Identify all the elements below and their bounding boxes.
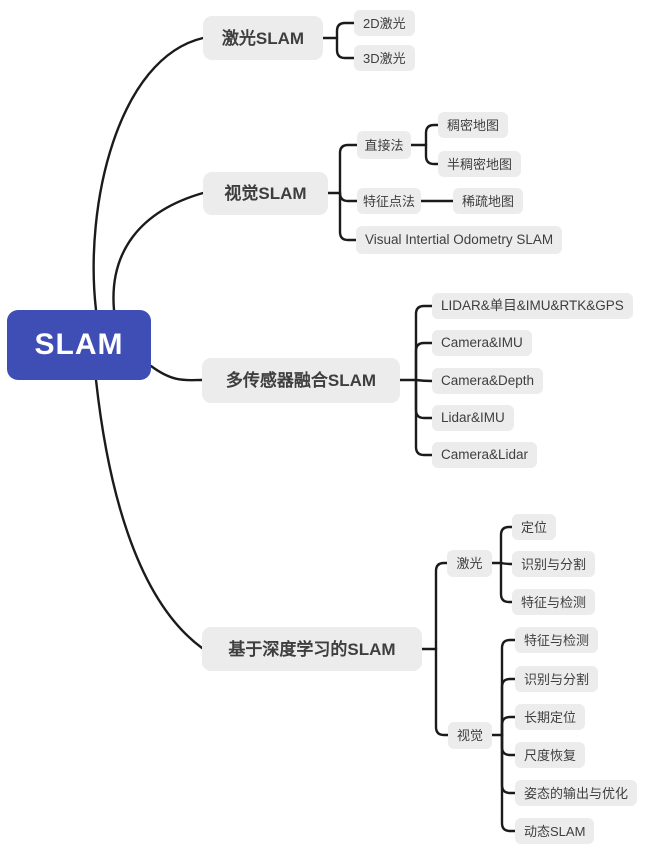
connector-dl-laser-to-recognition [499, 561, 514, 566]
node-multi-sensor-fusion-slam[interactable]: 多传感器融合SLAM [202, 358, 400, 403]
connector-dl-laser-to-feature [499, 561, 514, 604]
connector-dl-laser-to-localization [499, 525, 514, 565]
node-vio-slam[interactable]: Visual Intertial Odometry SLAM [356, 226, 563, 254]
node-dl-vision-feature-detection[interactable]: 特征与检测 [515, 627, 599, 653]
node-2d-laser[interactable]: 2D激光 [354, 10, 415, 36]
connector-dl-vision-to-pose [500, 733, 517, 795]
node-sparse-map[interactable]: 稀疏地图 [453, 188, 524, 214]
node-camera-lidar[interactable]: Camera&Lidar [432, 442, 538, 468]
node-dl-vision-long-term-localization[interactable]: 长期定位 [515, 704, 586, 730]
node-visual-slam[interactable]: 视觉SLAM [203, 172, 328, 215]
node-laser-slam[interactable]: 激光SLAM [203, 16, 323, 60]
connector-deep-learning-to-vision [434, 647, 450, 737]
connector-visual-slam-to-vio [338, 191, 358, 242]
connector-visual-slam-to-feature-point [338, 191, 359, 203]
node-lidar-mono-imu-rtk-gps[interactable]: LIDAR&单目&IMU&RTK&GPS [432, 293, 633, 319]
connector-direct-to-dense [424, 123, 440, 147]
connector-root-to-laser-slam [92, 36, 205, 312]
node-camera-imu[interactable]: Camera&IMU [432, 330, 532, 356]
connector-dl-vision-to-feature [500, 638, 517, 737]
connector-multi-sensor-to-lidar-mono [414, 304, 434, 382]
connector-dl-vision-to-long-term [500, 715, 517, 737]
connector-root-to-deep-learning [94, 378, 204, 650]
connector-multi-sensor-to-camera-lidar [414, 378, 434, 457]
connector-laser-slam-to-2d [335, 21, 356, 40]
node-dl-laser-localization[interactable]: 定位 [512, 514, 557, 540]
node-dense-map[interactable]: 稠密地图 [438, 112, 509, 138]
connector-root-to-visual-slam [112, 191, 205, 312]
node-lidar-imu[interactable]: Lidar&IMU [432, 405, 514, 431]
connector-direct-to-semi-dense [424, 143, 440, 166]
node-dl-laser-recognition-segmentation[interactable]: 识别与分割 [512, 551, 596, 577]
connector-root-to-multi-sensor [149, 364, 204, 382]
connector-dl-vision-to-dynamic [500, 733, 517, 833]
connector-multi-sensor-to-camera-depth [414, 378, 434, 383]
node-direct-method[interactable]: 直接法 [357, 131, 411, 159]
node-deep-learning-slam[interactable]: 基于深度学习的SLAM [202, 627, 422, 671]
connector-dl-vision-to-scale [500, 733, 517, 757]
node-3d-laser[interactable]: 3D激光 [354, 45, 415, 71]
node-dl-vision-pose-output-optimization[interactable]: 姿态的输出与优化 [515, 780, 638, 806]
node-dl-vision[interactable]: 视觉 [448, 722, 492, 749]
connector-deep-learning-to-laser [434, 561, 449, 651]
connector-laser-slam-to-3d [335, 36, 356, 60]
node-feature-point-method[interactable]: 特征点法 [357, 188, 421, 214]
node-semi-dense-map[interactable]: 半稠密地图 [438, 151, 522, 177]
connector-multi-sensor-to-lidar-imu [414, 378, 434, 420]
node-dl-vision-scale-recovery[interactable]: 尺度恢复 [515, 742, 586, 768]
node-dl-laser[interactable]: 激光 [447, 550, 492, 577]
node-camera-depth[interactable]: Camera&Depth [432, 368, 544, 394]
node-dl-vision-recognition-segmentation[interactable]: 识别与分割 [515, 666, 599, 692]
connector-visual-slam-to-direct [338, 143, 359, 195]
connector-dl-vision-to-recognition [500, 677, 517, 737]
node-dl-laser-feature-detection[interactable]: 特征与检测 [512, 589, 596, 615]
connector-multi-sensor-to-camera-imu [414, 341, 434, 382]
node-dl-vision-dynamic-slam[interactable]: 动态SLAM [515, 818, 595, 844]
node-slam-root[interactable]: SLAM [7, 310, 151, 380]
